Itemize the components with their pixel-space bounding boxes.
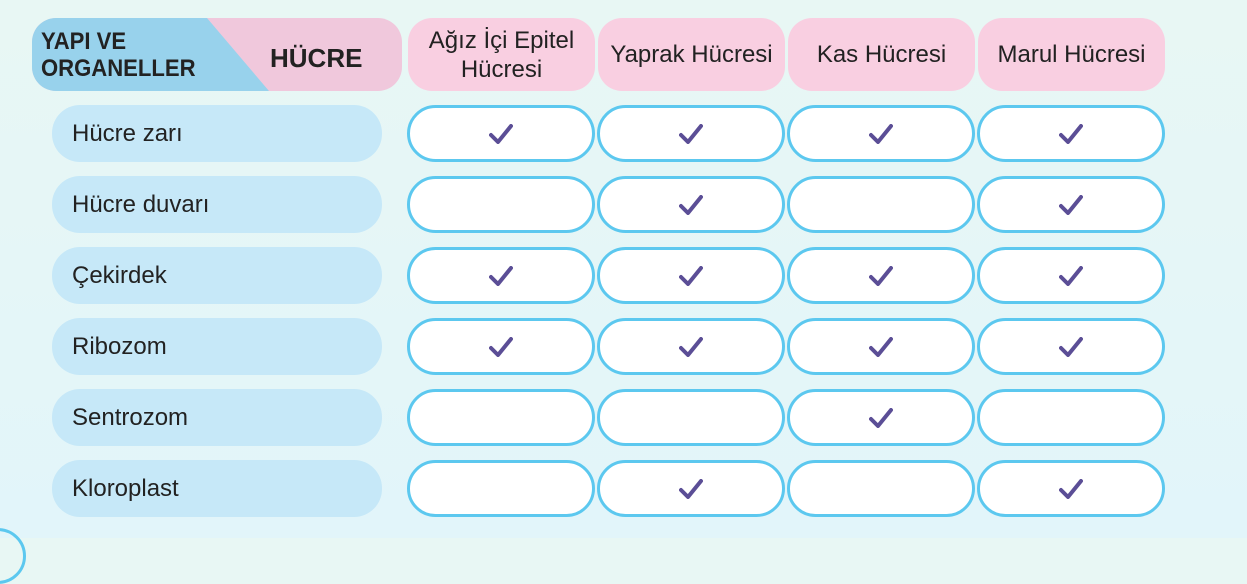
check-icon	[869, 407, 893, 428]
corner-label-structures: YAPI VE ORGANELLER	[41, 28, 196, 82]
answer-cell[interactable]	[407, 247, 595, 304]
answer-cell[interactable]	[977, 247, 1165, 304]
check-icon	[869, 336, 893, 357]
answer-cell[interactable]	[787, 247, 975, 304]
answer-cell[interactable]	[407, 460, 595, 517]
answer-cell[interactable]	[977, 176, 1165, 233]
check-icon	[489, 336, 513, 357]
row-label: Çekirdek	[52, 247, 382, 304]
check-icon	[489, 123, 513, 144]
answer-cell[interactable]	[407, 389, 595, 446]
answer-cell[interactable]	[787, 105, 975, 162]
column-header: Yaprak Hücresi	[598, 18, 785, 91]
column-header: Marul Hücresi	[978, 18, 1165, 91]
row-label: Hücre zarı	[52, 105, 382, 162]
check-icon	[489, 265, 513, 286]
answer-cell[interactable]	[597, 318, 785, 375]
answer-cell[interactable]	[787, 318, 975, 375]
row-label: Hücre duvarı	[52, 176, 382, 233]
answer-cell[interactable]	[597, 460, 785, 517]
decorative-circle	[0, 528, 26, 584]
row-label: Ribozom	[52, 318, 382, 375]
answer-cell[interactable]	[407, 176, 595, 233]
answer-cell[interactable]	[407, 105, 595, 162]
column-header: Kas Hücresi	[788, 18, 975, 91]
check-icon	[1059, 336, 1083, 357]
corner-label-cell: HÜCRE	[270, 43, 363, 73]
check-icon	[679, 336, 703, 357]
answer-cell[interactable]	[787, 176, 975, 233]
check-icon	[679, 194, 703, 215]
answer-cell[interactable]	[977, 389, 1165, 446]
check-icon	[869, 123, 893, 144]
table-corner-header: YAPI VE ORGANELLER HÜCRE	[32, 18, 402, 91]
check-icon	[1059, 478, 1083, 499]
check-icon	[1059, 265, 1083, 286]
check-icon	[1059, 123, 1083, 144]
answer-cell[interactable]	[977, 318, 1165, 375]
answer-cell[interactable]	[407, 318, 595, 375]
answer-cell[interactable]	[597, 105, 785, 162]
answer-cell[interactable]	[597, 176, 785, 233]
check-icon	[1059, 194, 1083, 215]
check-icon	[869, 265, 893, 286]
column-header: Ağız İçi Epitel Hücresi	[408, 18, 595, 91]
row-label: Kloroplast	[52, 460, 382, 517]
row-label: Sentrozom	[52, 389, 382, 446]
check-icon	[679, 478, 703, 499]
answer-cell[interactable]	[977, 105, 1165, 162]
answer-cell[interactable]	[787, 460, 975, 517]
check-icon	[679, 123, 703, 144]
check-icon	[679, 265, 703, 286]
answer-cell[interactable]	[597, 247, 785, 304]
answer-cell[interactable]	[787, 389, 975, 446]
answer-cell[interactable]	[977, 460, 1165, 517]
answer-cell[interactable]	[597, 389, 785, 446]
